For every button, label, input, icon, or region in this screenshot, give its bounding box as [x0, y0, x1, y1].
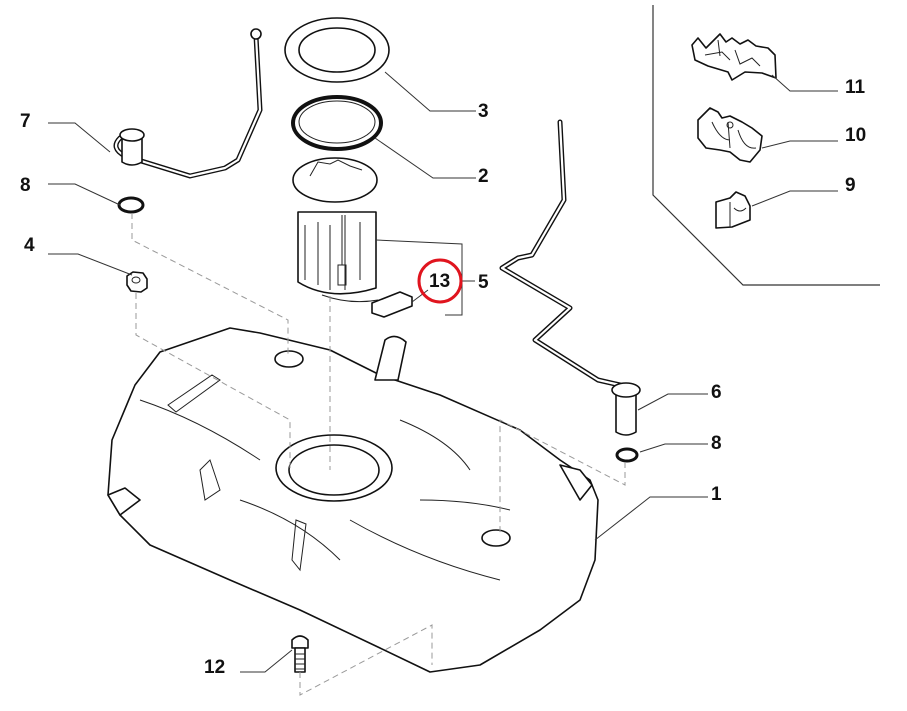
right-breather-pipe[interactable] [499, 119, 641, 436]
clips-inset-border [652, 5, 880, 286]
callout-7[interactable]: 7 [20, 111, 31, 132]
pump-seal-ring[interactable] [291, 95, 383, 151]
highlight-circle [417, 258, 463, 304]
fuel-pump-module[interactable] [292, 157, 379, 303]
callout-3[interactable]: 3 [478, 101, 489, 122]
multi-pipe-clip[interactable] [691, 33, 777, 81]
leader-lines [48, 71, 838, 673]
fuel-tank[interactable] [107, 327, 599, 673]
callout-11[interactable]: 11 [845, 77, 866, 98]
right-grommet[interactable] [615, 447, 639, 463]
callout-6[interactable]: 6 [711, 382, 722, 403]
left-breather-pipe[interactable] [113, 28, 263, 179]
callout-4[interactable]: 4 [24, 235, 35, 256]
callout-1[interactable]: 1 [711, 484, 722, 505]
assembly-guides [131, 213, 626, 696]
bolt[interactable] [291, 635, 309, 673]
callout-2[interactable]: 2 [478, 166, 489, 187]
single-pipe-clip[interactable] [715, 191, 751, 229]
callout-13[interactable]: 13 [429, 271, 450, 292]
double-pipe-clip[interactable] [697, 107, 763, 163]
nut[interactable] [126, 271, 148, 293]
callout-8-left[interactable]: 8 [20, 175, 31, 196]
callout-5[interactable]: 5 [478, 272, 489, 293]
left-grommet[interactable] [117, 196, 145, 214]
callout-12[interactable]: 12 [204, 657, 225, 678]
callout-10[interactable]: 10 [845, 125, 866, 146]
callout-9[interactable]: 9 [845, 175, 856, 196]
fuel-level-sender[interactable] [371, 291, 413, 318]
pump-locking-ring[interactable] [284, 17, 390, 83]
callout-8-right[interactable]: 8 [711, 433, 722, 454]
